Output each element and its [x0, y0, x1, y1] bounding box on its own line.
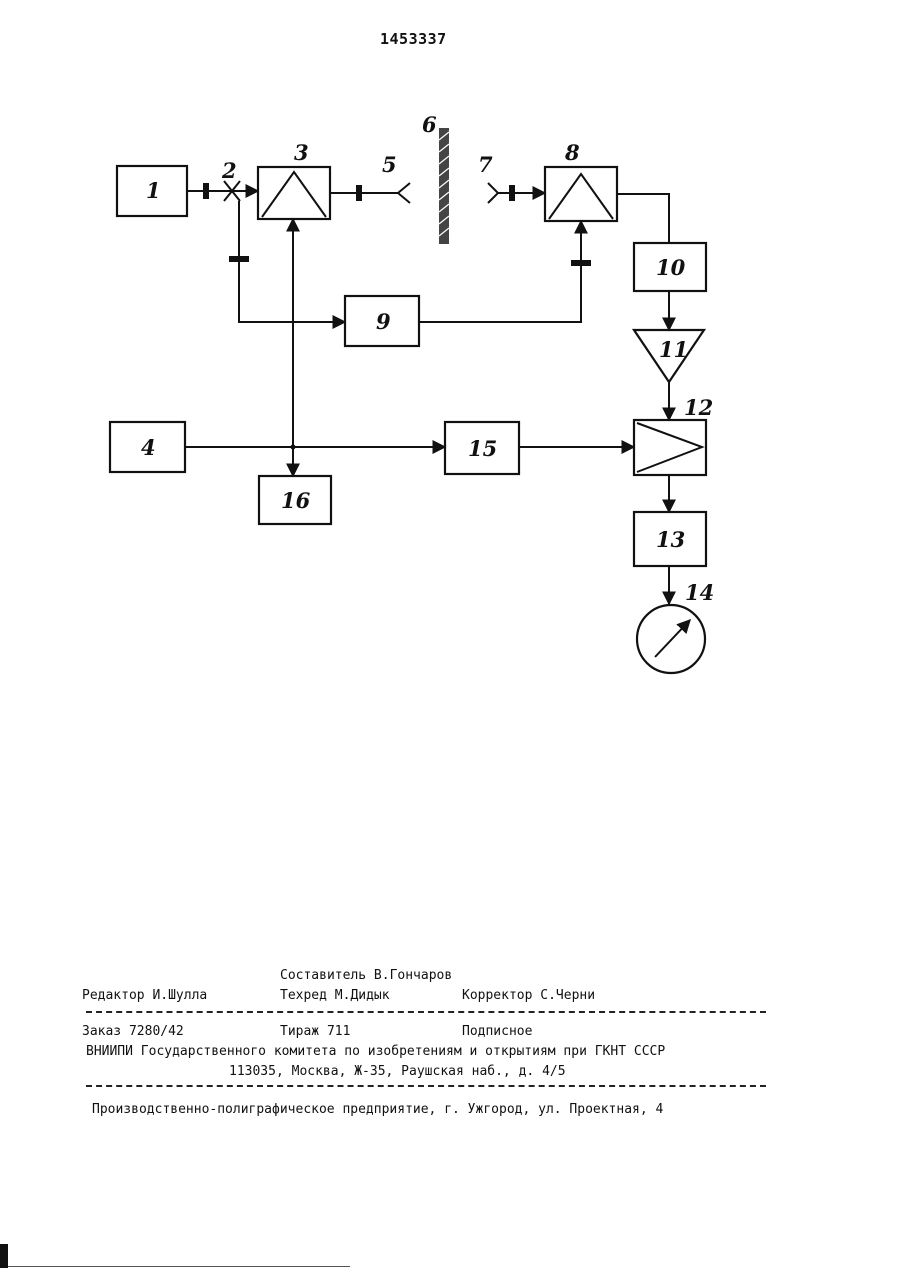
antenna-5-label: 5: [382, 152, 397, 177]
block-11-label: 11: [659, 337, 688, 362]
coupler-1: [203, 183, 209, 199]
valve-2-label: 2: [221, 158, 237, 183]
block-3-label: 3: [294, 140, 309, 165]
page-edge-mark: [0, 1244, 8, 1268]
imprint-composer: Составитель В.Гончаров: [280, 968, 452, 983]
coupler-7: [509, 185, 515, 201]
coupler-2: [229, 256, 249, 262]
antenna-7: [488, 183, 498, 203]
block-3-triangle: [262, 172, 326, 217]
antenna-7-label: 7: [478, 152, 493, 177]
imprint-subscription: Подписное: [462, 1024, 532, 1039]
imprint-order: Заказ 7280/42: [82, 1024, 184, 1039]
imprint-address: 113035, Москва, Ж-35, Раушская наб., д. …: [229, 1064, 566, 1079]
imprint-organization: ВНИИПИ Государственного комитета по изоб…: [86, 1044, 665, 1059]
block-8-label: 8: [564, 140, 580, 165]
block-10-label: 10: [656, 255, 686, 280]
block-12: [634, 420, 706, 475]
block-9-label: 9: [376, 309, 391, 334]
block-13-label: 13: [656, 527, 685, 552]
coupler-3: [356, 185, 362, 201]
indicator-14-label: 14: [685, 580, 714, 605]
antenna-5: [398, 183, 410, 203]
block-15-label: 15: [468, 436, 497, 461]
block-1-label: 1: [146, 178, 161, 203]
imprint-printer: Производственно-полиграфическое предприя…: [92, 1102, 663, 1117]
line-8-to-10: [617, 194, 669, 243]
imprint-circulation: Тираж 711: [280, 1024, 350, 1039]
imprint-techred: Техред М.Дидык: [280, 988, 390, 1003]
object-6-label: 6: [422, 112, 437, 137]
junction-dot: [291, 445, 296, 450]
block-3: [258, 167, 330, 219]
block-8-triangle: [549, 174, 613, 219]
imprint-editor: Редактор И.Шулла: [82, 988, 207, 1003]
block-4-label: 4: [141, 435, 156, 460]
block-16-label: 16: [281, 488, 311, 513]
block-12-triangle: [637, 423, 702, 472]
imprint-divider-bottom: [86, 1085, 766, 1087]
indicator-14-needle: [655, 620, 690, 657]
imprint-divider-top: [86, 1011, 766, 1013]
block-12-label: 12: [684, 395, 713, 420]
coupler-9: [571, 260, 591, 266]
imprint-corrector: Корректор С.Черни: [462, 988, 595, 1003]
page-edge-line: [8, 1266, 350, 1267]
block-diagram: 1 2 3 5 6 7 8 10 11 12 13 14: [0, 0, 900, 760]
